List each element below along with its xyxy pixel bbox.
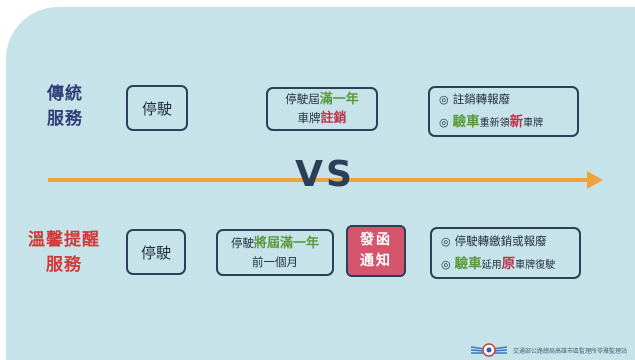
warm-condition-line2: 前一個月 bbox=[252, 254, 298, 269]
traditional-result-box: ◎註銷轉報廢 ◎驗車重新領新車牌 bbox=[428, 86, 579, 137]
traditional-result-item-2: ◎驗車重新領新車牌 bbox=[439, 111, 577, 135]
traditional-result2-red: 新 bbox=[509, 114, 524, 130]
traditional-condition-highlight: 滿一年 bbox=[319, 92, 359, 107]
warm-condition-line1: 停駛將屆滿一年 bbox=[231, 234, 319, 253]
bullet-icon: ◎ bbox=[441, 234, 451, 248]
traditional-condition-line2-highlight: 註銷 bbox=[320, 111, 347, 126]
traditional-condition-line1: 停駛屆滿一年 bbox=[285, 90, 359, 109]
bullet-icon: ◎ bbox=[439, 116, 449, 129]
notice-letter-badge: 發函 通知 bbox=[346, 225, 406, 277]
bullet-icon: ◎ bbox=[439, 93, 449, 106]
traditional-condition-box: 停駛屆滿一年 車牌註銷 bbox=[266, 87, 378, 131]
footer: 交通部公路總局高雄市區監理所苓雅監理站 bbox=[469, 343, 627, 357]
warm-suspend-box: 停駛 bbox=[126, 229, 186, 275]
background-panel bbox=[6, 7, 635, 360]
warm-condition-highlight: 將屆滿一年 bbox=[253, 235, 319, 251]
highway-bureau-logo-icon bbox=[470, 343, 508, 357]
traditional-service-title: 傳統 服務 bbox=[28, 82, 102, 132]
warm-result1-text: 停駛轉繳銷或報廢 bbox=[454, 233, 547, 248]
warm-title-line2: 服務 bbox=[46, 255, 82, 275]
versus-label: VS bbox=[295, 154, 355, 195]
traditional-result2-suffix: 車牌 bbox=[523, 118, 544, 129]
warm-result2-highlight: 驗車 bbox=[454, 255, 482, 272]
warm-title-line1: 溫馨提醒 bbox=[28, 230, 100, 250]
timeline-arrow-line bbox=[48, 178, 591, 182]
notice-line1: 發函 bbox=[360, 232, 392, 248]
warm-result2-red: 原 bbox=[501, 255, 516, 272]
warm-reminder-title: 溫馨提醒 服務 bbox=[14, 228, 114, 278]
warm-suspend-label: 停駛 bbox=[140, 243, 171, 262]
traditional-condition-line2-prefix: 車牌 bbox=[297, 111, 321, 125]
traditional-result2-middle: 重新領 bbox=[479, 118, 510, 129]
traditional-suspend-box: 停駛 bbox=[126, 85, 188, 131]
warm-result-item-1: ◎停駛轉繳銷或報廢 bbox=[441, 230, 579, 253]
traditional-result1-text: 註銷轉報廢 bbox=[452, 92, 511, 106]
warm-condition-prefix: 停駛 bbox=[230, 235, 254, 250]
traditional-title-line1: 傳統 bbox=[47, 84, 83, 104]
warm-result-item-2: ◎驗車延用原車牌復駛 bbox=[441, 253, 579, 277]
arrow-head-icon bbox=[587, 171, 603, 189]
footer-agency-name: 交通部公路總局高雄市區監理所苓雅監理站 bbox=[512, 347, 627, 355]
traditional-suspend-label: 停駛 bbox=[141, 99, 172, 118]
traditional-result-item-1: ◎註銷轉報廢 bbox=[439, 88, 577, 111]
warm-result2-suffix: 車牌復駛 bbox=[515, 259, 556, 271]
traditional-title-line2: 服務 bbox=[47, 109, 83, 129]
traditional-condition-prefix: 停駛屆 bbox=[285, 92, 320, 106]
bullet-icon: ◎ bbox=[441, 257, 451, 271]
warm-result-box: ◎停駛轉繳銷或報廢 ◎驗車延用原車牌復駛 bbox=[430, 227, 581, 279]
traditional-result2-highlight: 驗車 bbox=[452, 114, 480, 130]
warm-condition-box: 停駛將屆滿一年 前一個月 bbox=[216, 229, 334, 276]
warm-result2-middle: 延用 bbox=[481, 259, 502, 271]
notice-line2: 通知 bbox=[360, 253, 392, 269]
traditional-condition-line2: 車牌註銷 bbox=[297, 109, 346, 128]
